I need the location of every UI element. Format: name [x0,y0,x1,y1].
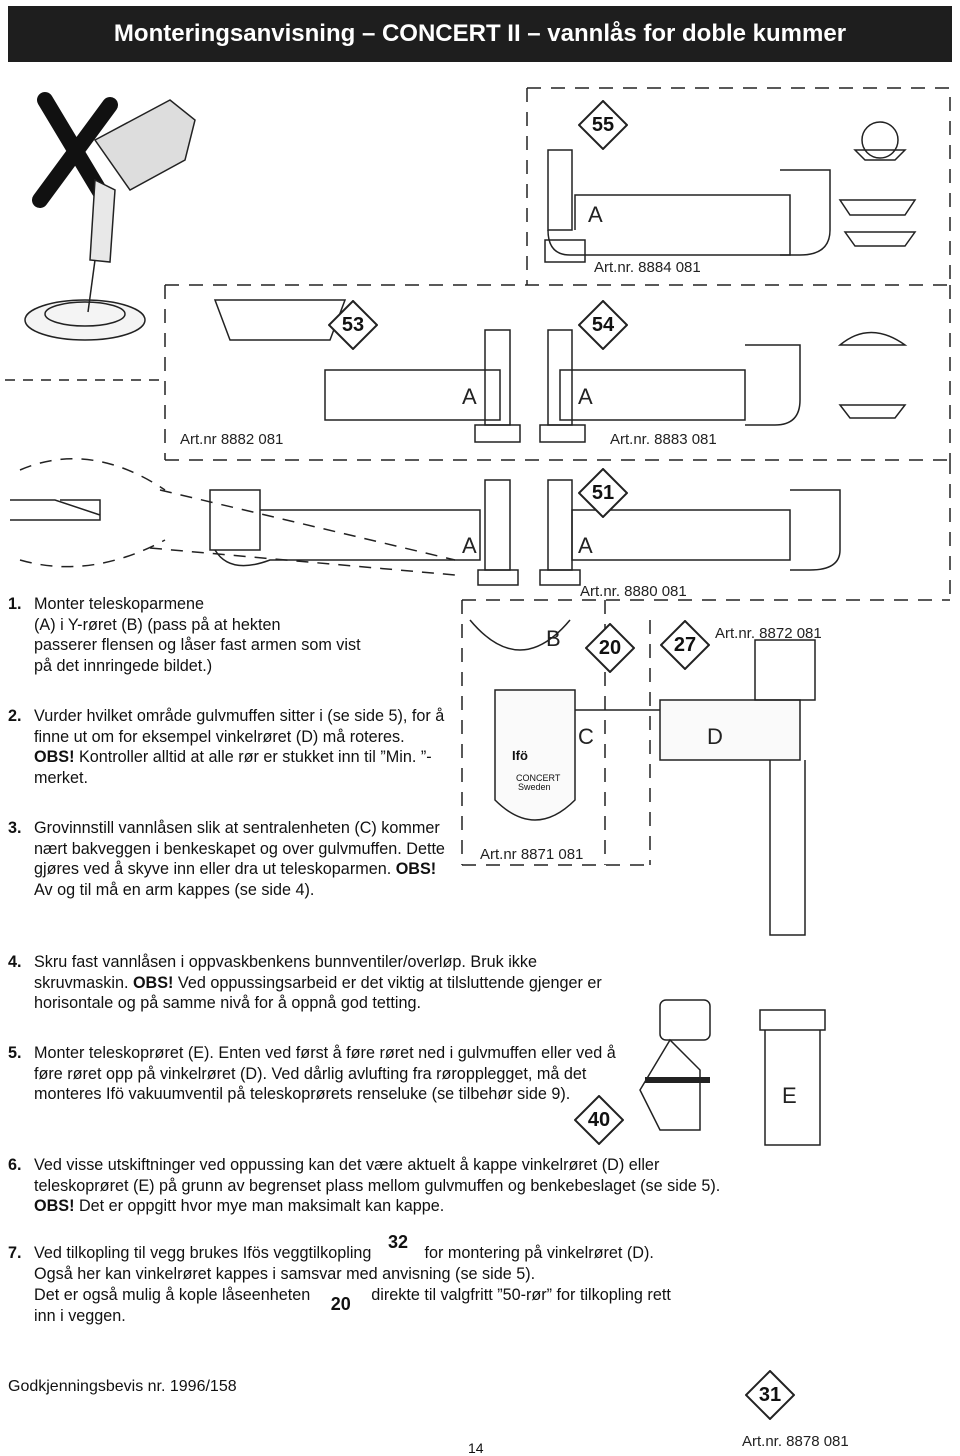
art-number-8883: Art.nr. 8883 081 [610,431,717,448]
letter-e: E [782,1083,797,1108]
page-number: 14 [468,1440,484,1456]
product-badge-51: 51 [578,468,628,518]
step-2: 2. Vurder hvilket område gulvmuffen sitt… [8,707,445,787]
trap-label-country: Sweden [518,782,551,792]
step-4: 4. Skru fast vannlåsen i oppvaskbenkens … [8,953,602,1012]
art-number-8878: Art.nr. 8878 081 [742,1433,849,1450]
art-number-8872: Art.nr. 8872 081 [715,625,822,642]
product-badge-54: 54 [578,300,628,350]
step-6: 6. Ved visse utskiftninger ved oppussing… [8,1156,721,1215]
page-title: Monteringsanvisning – CONCERT II – vannl… [8,6,952,62]
product-badge-31: 31 [745,1370,795,1420]
product-badge-27: 27 [660,620,710,670]
letter-a: A [578,384,593,409]
art-number-8884: Art.nr. 8884 081 [594,259,701,276]
art-number-8871: Art.nr 8871 081 [480,846,584,863]
step-1: 1.Monter teleskoparmene (A) i Y-røret (B… [8,595,361,675]
product-badge-32: 32 [387,1232,408,1252]
product-badge-40: 40 [574,1095,624,1145]
approval-number: Godkjenningsbevis nr. 1996/158 [8,1378,237,1395]
product-badge-53: 53 [328,300,378,350]
product-badge-20: 20 [585,623,635,673]
letter-a: A [462,384,477,409]
letter-d: D [707,724,723,749]
letter-b: B [546,626,561,651]
product-badge-55: 55 [578,100,628,150]
brand-logo: Ifö [512,748,528,763]
letter-a: A [462,533,477,558]
product-badge-20-inline: 20 [330,1294,351,1314]
step-5: 5. Monter teleskoprøret (E). Enten ved f… [8,1044,616,1103]
letter-c: C [578,724,594,749]
trap-label-name: CONCERT [516,773,561,783]
letter-a: A [578,533,593,558]
step-3: 3. Grovinnstill vannlåsen slik at sentra… [8,819,445,899]
art-number-8882: Art.nr 8882 081 [180,431,284,448]
step-7: 7.Ved tilkopling til vegg brukes Ifös ve… [8,1232,671,1325]
art-number-8880: Art.nr. 8880 081 [580,583,687,600]
letter-a: A [588,202,603,227]
